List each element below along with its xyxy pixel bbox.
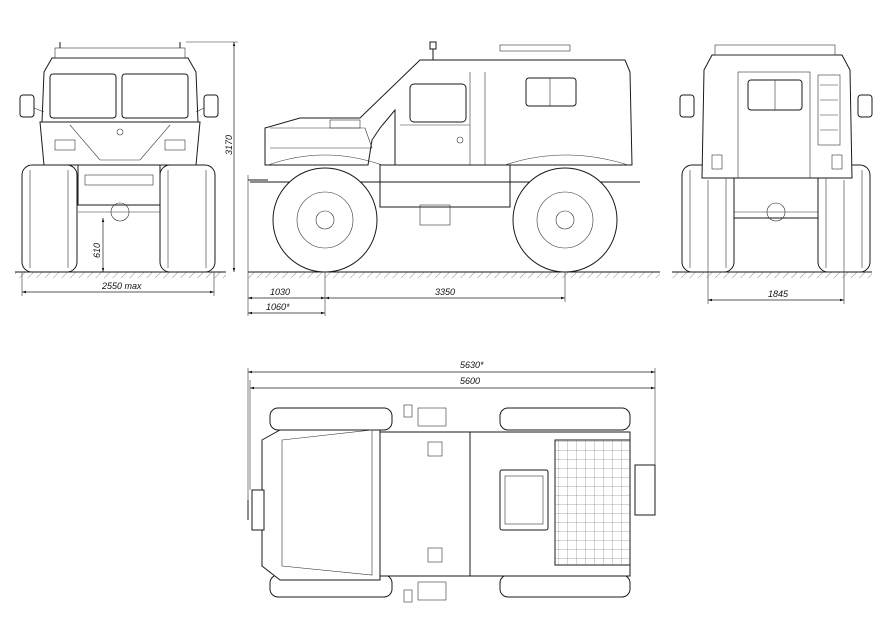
dim-wheelbase: 3350 — [435, 287, 455, 297]
side-dimensions: 1030 3350 1060* — [247, 175, 566, 316]
front-dimensions: 2550 max 3170 610 — [21, 41, 238, 296]
dim-track: 1845 — [768, 289, 789, 299]
dim-length-alt: 5630* — [460, 360, 484, 370]
side-view — [248, 41, 660, 278]
dim-clearance: 610 — [92, 243, 102, 258]
front-view — [15, 42, 226, 278]
top-view — [247, 404, 656, 603]
dim-height: 3170 — [224, 135, 234, 155]
dim-length: 5600 — [460, 376, 480, 386]
rear-dimensions: 1845 — [707, 180, 845, 304]
top-dimensions: 5630* 5600 — [247, 360, 656, 500]
dim-front-overhang-alt: 1060* — [266, 302, 290, 312]
dim-front-width: 2550 max — [101, 281, 142, 291]
rear-view — [672, 44, 873, 278]
dim-front-overhang: 1030 — [270, 287, 290, 297]
